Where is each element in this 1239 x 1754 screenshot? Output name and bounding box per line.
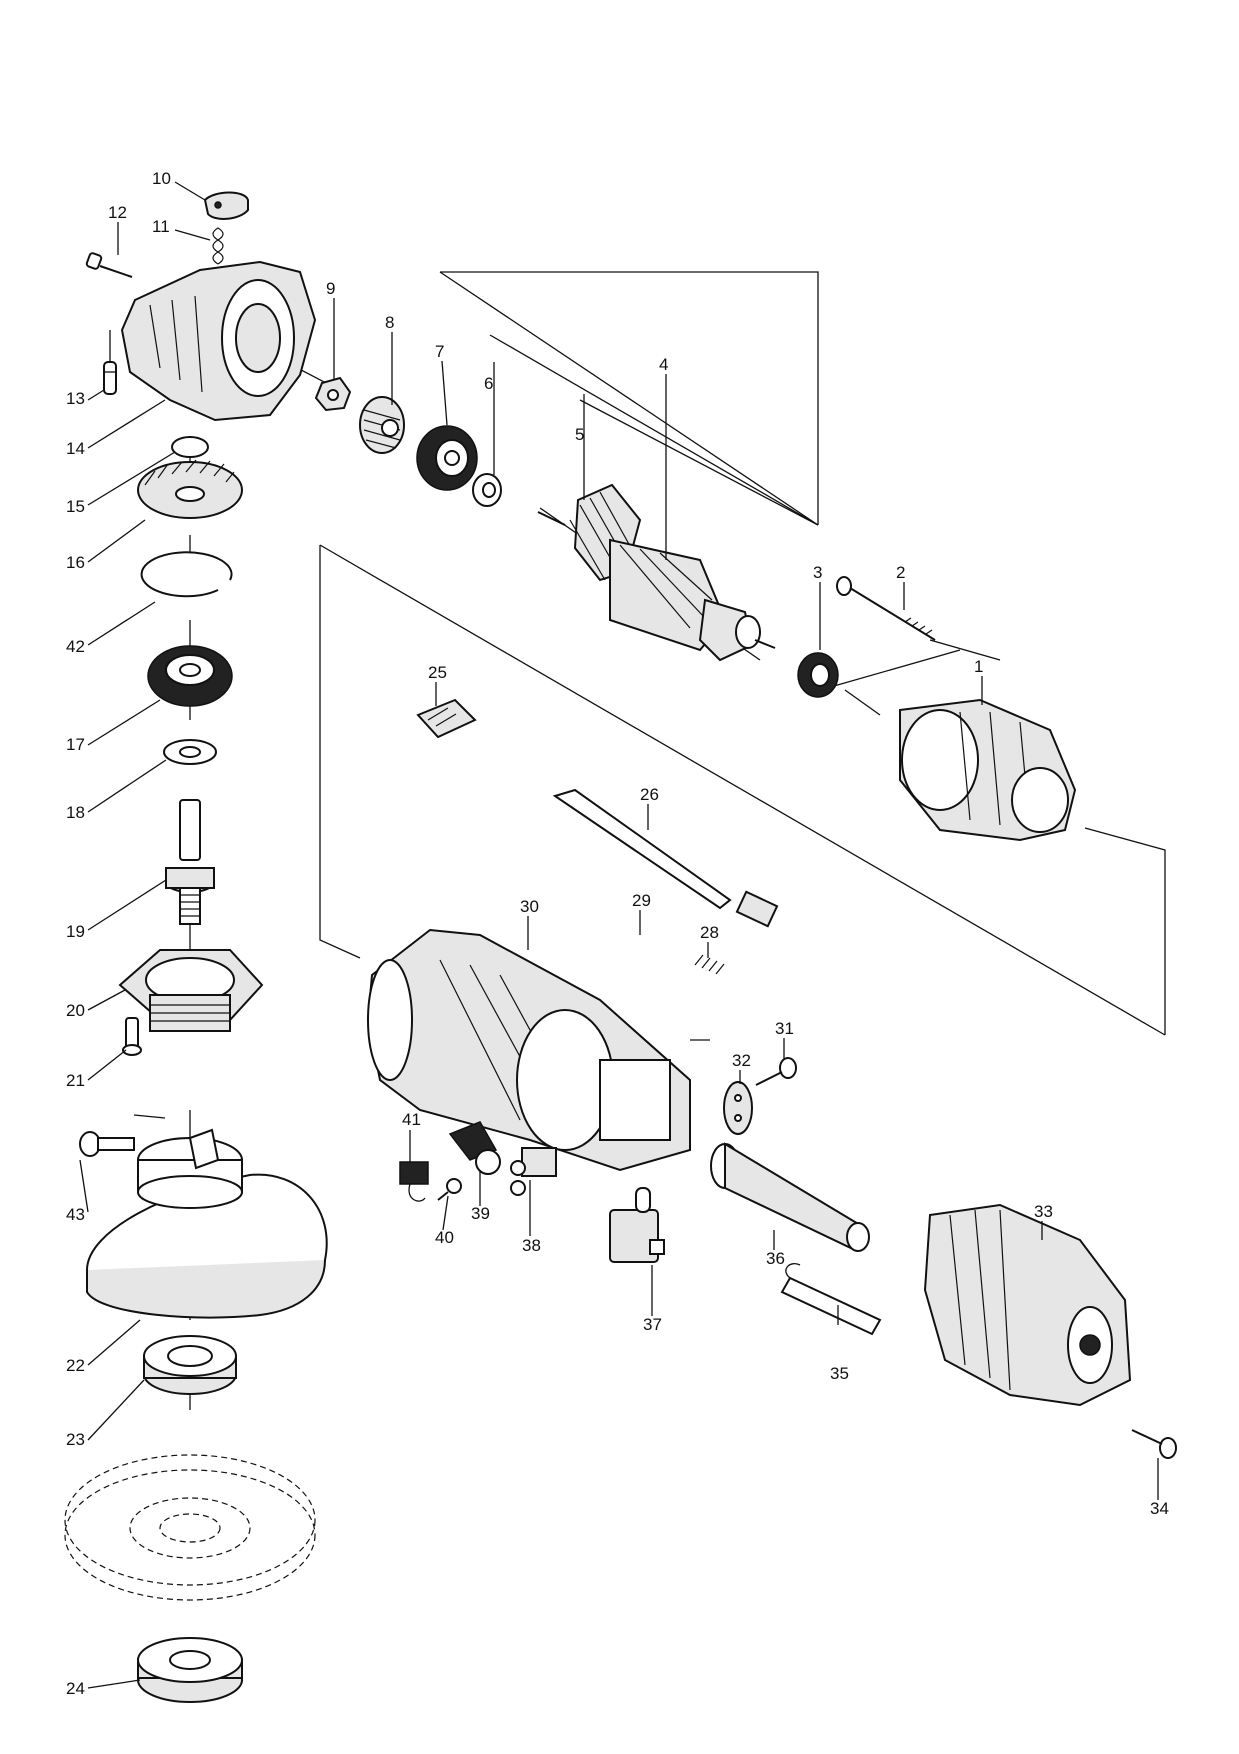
part-labels: 1 2 3 4 5 6 7 8 9 10 11 12 13 14 15 16 1… — [66, 169, 1169, 1698]
retaining-ring-icon — [171, 436, 209, 458]
bearing-box-icon — [118, 949, 264, 1032]
screw-icon — [755, 1057, 797, 1086]
part-label: 29 — [632, 891, 651, 910]
screw-icon — [1131, 1429, 1177, 1459]
motor-housing-icon — [366, 928, 691, 1172]
hex-nut-icon — [314, 376, 352, 412]
cord-guard-plate-icon — [723, 1081, 753, 1135]
part-label: 41 — [402, 1110, 421, 1129]
washer-icon — [163, 739, 217, 765]
part-label: 25 — [428, 663, 447, 682]
part-label: 4 — [659, 355, 668, 374]
part-label: 16 — [66, 553, 85, 572]
part-label: 26 — [640, 785, 659, 804]
part-label: 42 — [66, 637, 85, 656]
part-label: 38 — [522, 1236, 541, 1255]
part-label: 37 — [643, 1315, 662, 1334]
retaining-ring-icon — [140, 551, 233, 598]
part-label: 14 — [66, 439, 85, 458]
screw-icon — [122, 1017, 142, 1056]
part-label: 40 — [435, 1228, 454, 1247]
part-label: 10 — [152, 169, 171, 188]
label-leaders — [79, 181, 1159, 1689]
washer-icon — [472, 473, 502, 507]
part-label: 13 — [66, 389, 85, 408]
field-stator-icon — [899, 698, 1077, 842]
spiral-bevel-gear-icon — [359, 396, 405, 454]
rear-cover-icon — [923, 1203, 1132, 1407]
spring-icon — [212, 227, 224, 265]
part-label: 24 — [66, 1679, 85, 1698]
ball-bearing-icon — [416, 425, 478, 491]
screw-icon — [437, 1178, 462, 1201]
part-label: 21 — [66, 1071, 85, 1090]
wheel-guard-icon — [85, 1128, 328, 1319]
part-label: 43 — [66, 1205, 85, 1224]
part-label: 9 — [326, 279, 335, 298]
cord-guard-icon — [710, 1142, 870, 1252]
bevel-gear-icon — [137, 459, 243, 519]
part-label: 8 — [385, 313, 394, 332]
part-label: 12 — [108, 203, 127, 222]
armature-icon — [537, 483, 776, 662]
switch-icon — [609, 1187, 665, 1263]
cord-icon — [780, 1263, 882, 1336]
part-label: 19 — [66, 922, 85, 941]
part-label: 18 — [66, 803, 85, 822]
part-label: 30 — [520, 897, 539, 916]
part-label: 35 — [830, 1364, 849, 1383]
switch-rod-icon — [552, 788, 779, 928]
part-label: 3 — [813, 563, 822, 582]
screw-icon — [85, 252, 133, 278]
part-label: 7 — [435, 342, 444, 361]
part-label: 39 — [471, 1204, 490, 1223]
part-label: 31 — [775, 1019, 794, 1038]
part-label: 36 — [766, 1249, 785, 1268]
spring-icon — [694, 954, 725, 975]
grinding-wheel-outline — [64, 1454, 316, 1601]
part-label: 1 — [974, 657, 983, 676]
carbon-brush-icon — [399, 1161, 429, 1202]
long-screw-icon — [836, 576, 936, 641]
part-label: 23 — [66, 1430, 85, 1449]
screw-icon — [79, 1131, 135, 1157]
terminal-icon — [510, 1147, 557, 1196]
spindle-icon — [165, 799, 215, 925]
part-label: 5 — [575, 425, 584, 444]
part-label: 17 — [66, 735, 85, 754]
part-label: 32 — [732, 1051, 751, 1070]
part-label: 22 — [66, 1356, 85, 1375]
pin-icon — [103, 361, 117, 395]
part-label: 11 — [152, 217, 170, 236]
gear-housing-icon — [120, 260, 317, 422]
part-label: 34 — [1150, 1499, 1169, 1518]
part-label: 20 — [66, 1001, 85, 1020]
part-label: 15 — [66, 497, 85, 516]
ball-bearing-icon — [147, 645, 233, 707]
inner-flange-icon — [143, 1335, 237, 1395]
brush-holder-icon — [448, 1121, 501, 1175]
part-label: 33 — [1034, 1202, 1053, 1221]
lock-nut-icon — [137, 1637, 243, 1703]
part-label: 2 — [896, 563, 905, 582]
part-label: 6 — [484, 374, 493, 393]
part-label: 28 — [700, 923, 719, 942]
switch-lever-icon — [416, 698, 477, 739]
ball-bearing-icon — [797, 652, 839, 698]
shaft-lock-cap-icon — [203, 191, 249, 220]
